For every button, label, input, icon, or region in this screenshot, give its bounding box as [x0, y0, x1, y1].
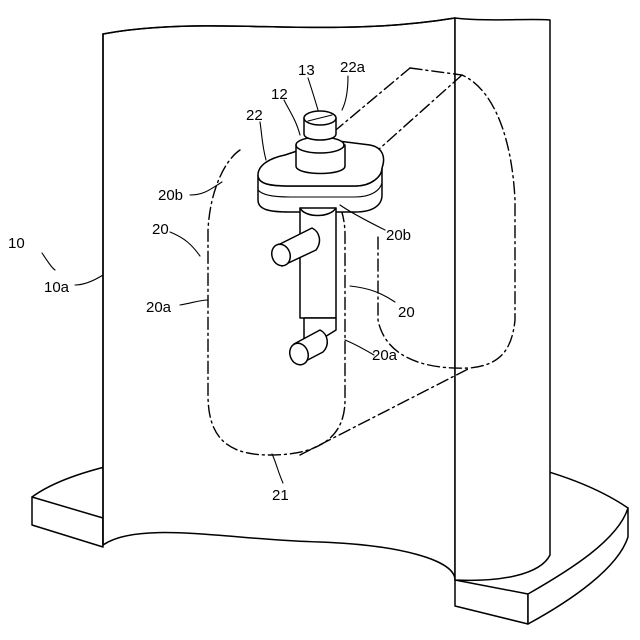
label-20a-left: 20a — [146, 299, 172, 316]
label-21: 21 — [272, 487, 289, 504]
label-13: 13 — [298, 62, 315, 79]
label-20b-left: 20b — [158, 187, 183, 204]
label-20-left: 20 — [152, 221, 169, 238]
label-20a-right: 20a — [372, 347, 398, 364]
column — [300, 208, 336, 318]
cylinder-wall-right-section — [455, 18, 550, 580]
label-10: 10 — [8, 235, 25, 252]
label-20b-right: 20b — [386, 227, 411, 244]
label-22a: 22a — [340, 59, 366, 76]
base-ring-right-end-face — [455, 580, 528, 624]
label-12: 12 — [271, 86, 288, 103]
label-20-right: 20 — [398, 304, 415, 321]
leader-10 — [42, 253, 55, 270]
label-10a: 10a — [44, 279, 70, 296]
leader-10a — [75, 275, 103, 285]
label-22: 22 — [246, 107, 263, 124]
base-ring-left-end-face — [32, 497, 103, 547]
